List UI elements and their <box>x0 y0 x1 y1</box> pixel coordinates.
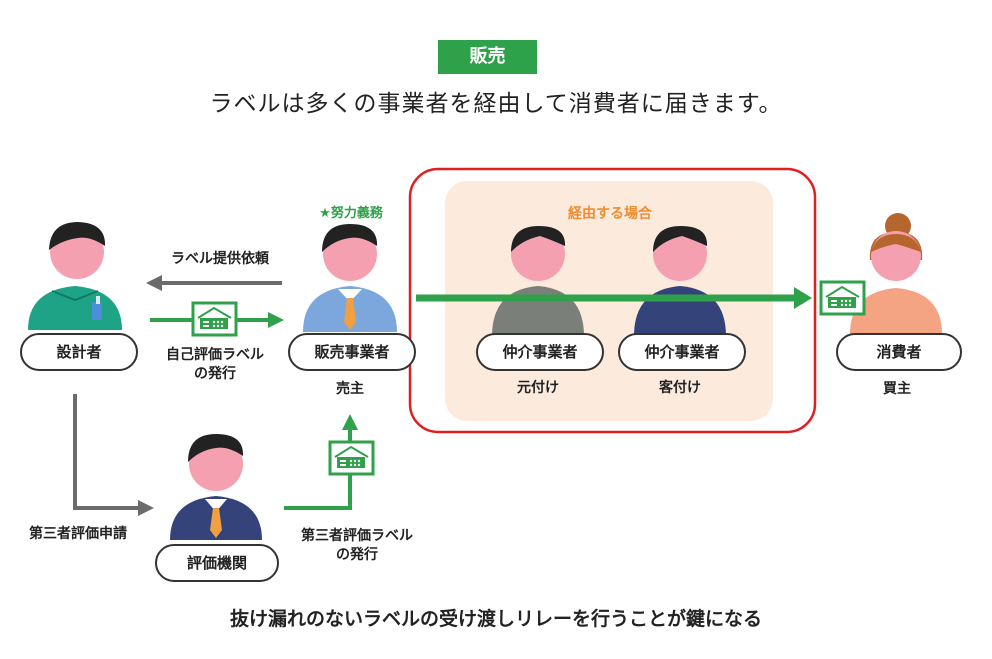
broker-a-role: 元付け <box>517 380 559 396</box>
consumer-role: 買主 <box>883 381 911 397</box>
self-label-line1: 自己評価ラベル <box>166 347 264 363</box>
section-badge: 販売 <box>438 40 537 74</box>
third-party-label-text: 第三者評価ラベル の発行 <box>282 527 432 565</box>
evaluator-pill: 評価機関 <box>155 544 279 582</box>
via-case-title: 経由する場合 <box>568 206 652 222</box>
label-card-icon <box>191 301 238 337</box>
broker-b-pill: 仲介事業者 <box>618 333 746 371</box>
label-card-icon <box>328 440 375 476</box>
third-party-label-line2: の発行 <box>336 547 378 563</box>
broker-a-pill: 仲介事業者 <box>476 333 604 371</box>
effort-note: ★努力義務 <box>319 206 383 221</box>
third-party-label-line1: 第三者評価ラベル <box>301 528 413 544</box>
designer-person-icon <box>28 222 122 330</box>
self-label-line2: の発行 <box>194 366 236 382</box>
designer-pill: 設計者 <box>20 333 138 371</box>
seller-role: 売主 <box>336 381 364 397</box>
headline: ラベルは多くの事業者を経由して消費者に届きます。 <box>209 91 783 117</box>
self-label-text: 自己評価ラベル の発行 <box>145 346 285 384</box>
third-party-request-text: 第三者評価申請 <box>29 526 127 542</box>
footer-message: 抜け漏れのないラベルの受け渡しリレーを行うことが鍵になる <box>229 608 762 630</box>
evaluator-person-icon <box>170 434 262 540</box>
third-party-request-arrow <box>73 394 140 510</box>
seller-pill: 販売事業者 <box>288 333 416 371</box>
seller-person-icon <box>303 224 397 332</box>
label-request-text: ラベル提供依頼 <box>171 251 269 267</box>
broker-b-role: 客付け <box>659 380 701 396</box>
label-card-icon <box>819 280 866 316</box>
via-case-frame <box>408 167 817 434</box>
consumer-person-icon <box>850 213 942 334</box>
consumer-pill: 消費者 <box>836 333 962 371</box>
